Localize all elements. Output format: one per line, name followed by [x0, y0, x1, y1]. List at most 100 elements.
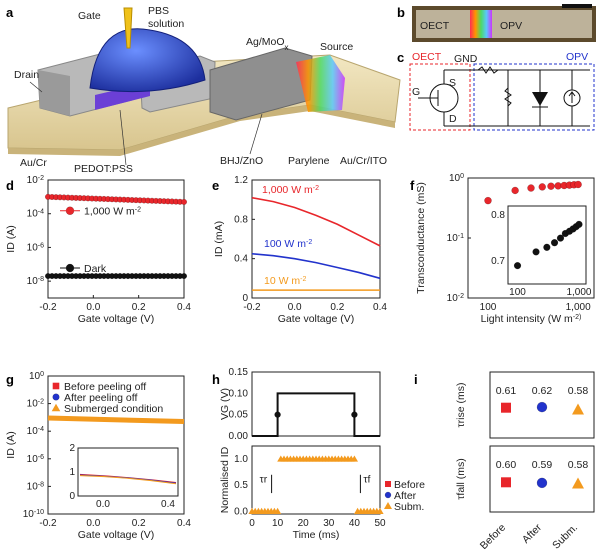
scale-bar	[562, 4, 592, 8]
e-ytick-label: 0	[242, 293, 248, 304]
h-signal-point	[350, 455, 358, 462]
h-xtick-label: 40	[349, 518, 361, 529]
f-inset-ytick-label: 0.8	[491, 210, 505, 221]
g-inset-curve	[79, 475, 177, 485]
e-xtick-label: 0.2	[330, 302, 344, 313]
d-xtick-label: 0.4	[177, 302, 191, 313]
h-top-ytick-label: 0.15	[229, 367, 249, 378]
panel-f-letter: f	[410, 178, 415, 193]
g-xtick-label: -0.2	[39, 518, 57, 529]
label-auito: Au/Cr/ITO	[340, 155, 387, 167]
h-signal-point	[274, 507, 282, 514]
circuit-d-label: D	[449, 113, 457, 125]
i-fall-point	[536, 477, 548, 489]
f-point	[574, 180, 582, 189]
label-source: Source	[320, 41, 353, 53]
i-fall-point	[572, 477, 584, 489]
label-pbs-solution: solution	[148, 18, 184, 30]
g-xtick-label: 0.2	[132, 518, 146, 529]
i-rise-ylabel: τrise (ms)	[455, 383, 467, 428]
label-drain: Drain	[14, 69, 39, 81]
g-legend-label: Submerged condition	[64, 403, 163, 415]
f-xtick-label: 1,000	[566, 302, 591, 313]
shunt-resistor	[504, 87, 512, 107]
e-xtick-label: 0.0	[288, 302, 302, 313]
f-inset-point	[550, 239, 559, 247]
label-bhj: BHJ/ZnO	[220, 155, 263, 167]
h-xtick-label: 30	[323, 518, 335, 529]
bhj-rainbow	[296, 55, 345, 112]
f-point	[511, 186, 519, 195]
i-fall-value-label: 0.59	[532, 459, 553, 471]
h-legend-label: Subm.	[394, 501, 424, 513]
photo-opv-label: OPV	[500, 20, 522, 32]
f-inset-frame	[507, 205, 587, 285]
f-inset-point	[532, 248, 540, 256]
panel-c-letter: c	[397, 50, 404, 65]
panel-a: a Gate PBS solution Drain Ag/MoOx Source…	[6, 5, 401, 175]
drain-block-side	[38, 70, 70, 116]
f-inset-point	[543, 243, 551, 251]
g-inset-xtick-label: 0.0	[96, 499, 110, 510]
e-ytick-label: 0.8	[234, 214, 248, 225]
f-point	[547, 182, 555, 190]
i-rise-point	[536, 401, 548, 413]
f-inset-ytick-label: 0.7	[491, 256, 505, 267]
oect-box	[409, 63, 471, 131]
i-category-label: Before	[478, 522, 508, 549]
g-legend-marker	[52, 393, 60, 401]
i-fall-value-label: 0.60	[496, 459, 517, 471]
i-fall-point	[501, 477, 511, 488]
e-series-label: 1,000 W m-2	[262, 184, 319, 196]
h-legend-label: After	[394, 490, 417, 502]
i-rise-frame	[489, 371, 595, 439]
chart-e-frame	[251, 179, 381, 299]
e-series-line	[251, 196, 381, 247]
panel-g-letter: g	[6, 372, 14, 387]
e-xtick-label: 0.4	[373, 302, 387, 313]
i-category-label: After	[520, 521, 545, 546]
series-resistor	[477, 66, 499, 74]
f-point	[538, 183, 547, 191]
d-xtick-label: 0.2	[132, 302, 146, 313]
h-bottom-ylabel: Normalised ID	[219, 446, 231, 513]
f-inset-xtick-label: 100	[509, 287, 526, 298]
f-point	[527, 184, 535, 192]
f-xlabel: Light intensity (W m-2)	[481, 313, 582, 325]
g-ylabel: ID (A)	[5, 431, 17, 458]
panel-h-letter: h	[212, 372, 220, 387]
e-ytick-label: 0.4	[234, 254, 248, 265]
label-parylene: Parylene	[288, 155, 330, 167]
panel-c: c OECT OPV GND G S D	[397, 50, 595, 131]
panel-e-letter: e	[212, 178, 219, 193]
g-ytick-label: 100	[29, 371, 44, 383]
f-inset-point	[513, 261, 522, 270]
opv-box	[473, 63, 595, 131]
e-xtick-label: -0.2	[243, 302, 261, 313]
photo-opv-film	[470, 10, 492, 38]
f-ytick-label: 10-1	[447, 233, 464, 245]
h-xtick-label: 50	[374, 518, 386, 529]
g-inset-ytick-label: 0	[69, 491, 75, 502]
d-xlabel: Gate voltage (V)	[78, 313, 154, 325]
panel-a-letter: a	[6, 5, 14, 20]
i-fall-value-label: 0.58	[568, 459, 589, 471]
panel-i-letter: i	[414, 372, 418, 387]
g-legend-label: After peeling off	[64, 392, 137, 404]
g-ytick-label: 10-8	[27, 481, 44, 493]
h-legend-marker	[384, 491, 392, 499]
g-inset-frame	[77, 447, 179, 497]
d-legend-2: Dark	[84, 263, 107, 275]
i-fall-ylabel: τfall (ms)	[455, 458, 467, 499]
f-ylabel: Transconductance (mS)	[415, 182, 427, 294]
h-top-ylabel: VG (V)	[219, 388, 231, 420]
d-xtick-label: -0.2	[39, 302, 57, 313]
g-inset-ytick-label: 2	[69, 443, 75, 454]
f-inset-point	[575, 220, 583, 229]
panel-b-letter: b	[397, 5, 405, 20]
e-xlabel: Gate voltage (V)	[278, 313, 354, 325]
